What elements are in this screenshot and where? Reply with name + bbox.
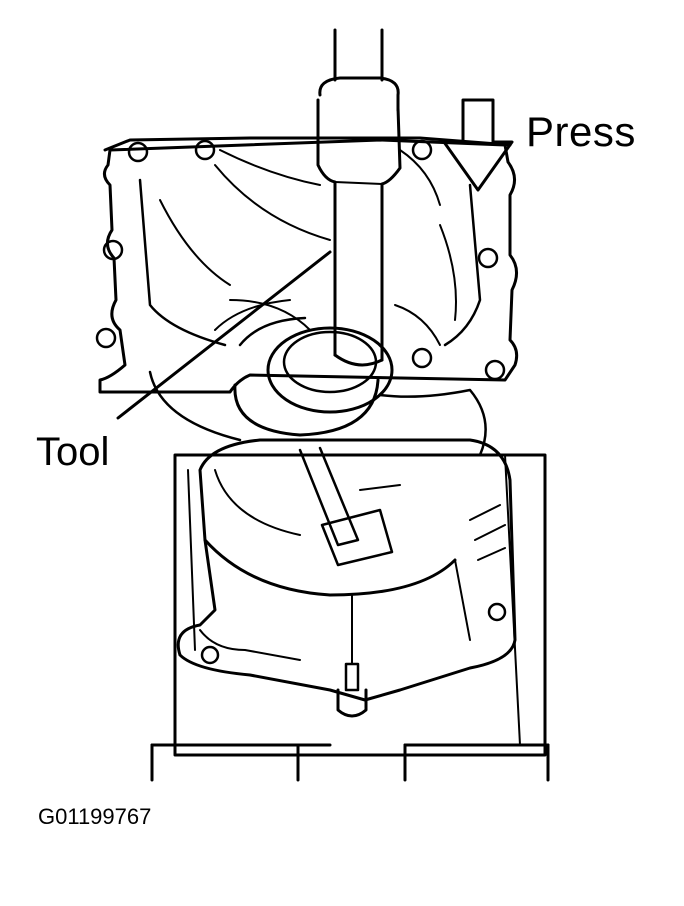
tool-leader-line [118, 252, 330, 418]
support-stand [152, 455, 548, 780]
press-ram [318, 30, 400, 365]
inner-shaft [300, 448, 400, 565]
tool-label: Tool [36, 430, 110, 474]
lower-housing [178, 440, 515, 716]
bearing-ring [215, 300, 392, 412]
press-label: Press [526, 108, 636, 155]
figure-code: G01199767 [38, 804, 152, 829]
upper-housing-flange [97, 138, 517, 455]
press-arrow-icon [444, 100, 512, 190]
